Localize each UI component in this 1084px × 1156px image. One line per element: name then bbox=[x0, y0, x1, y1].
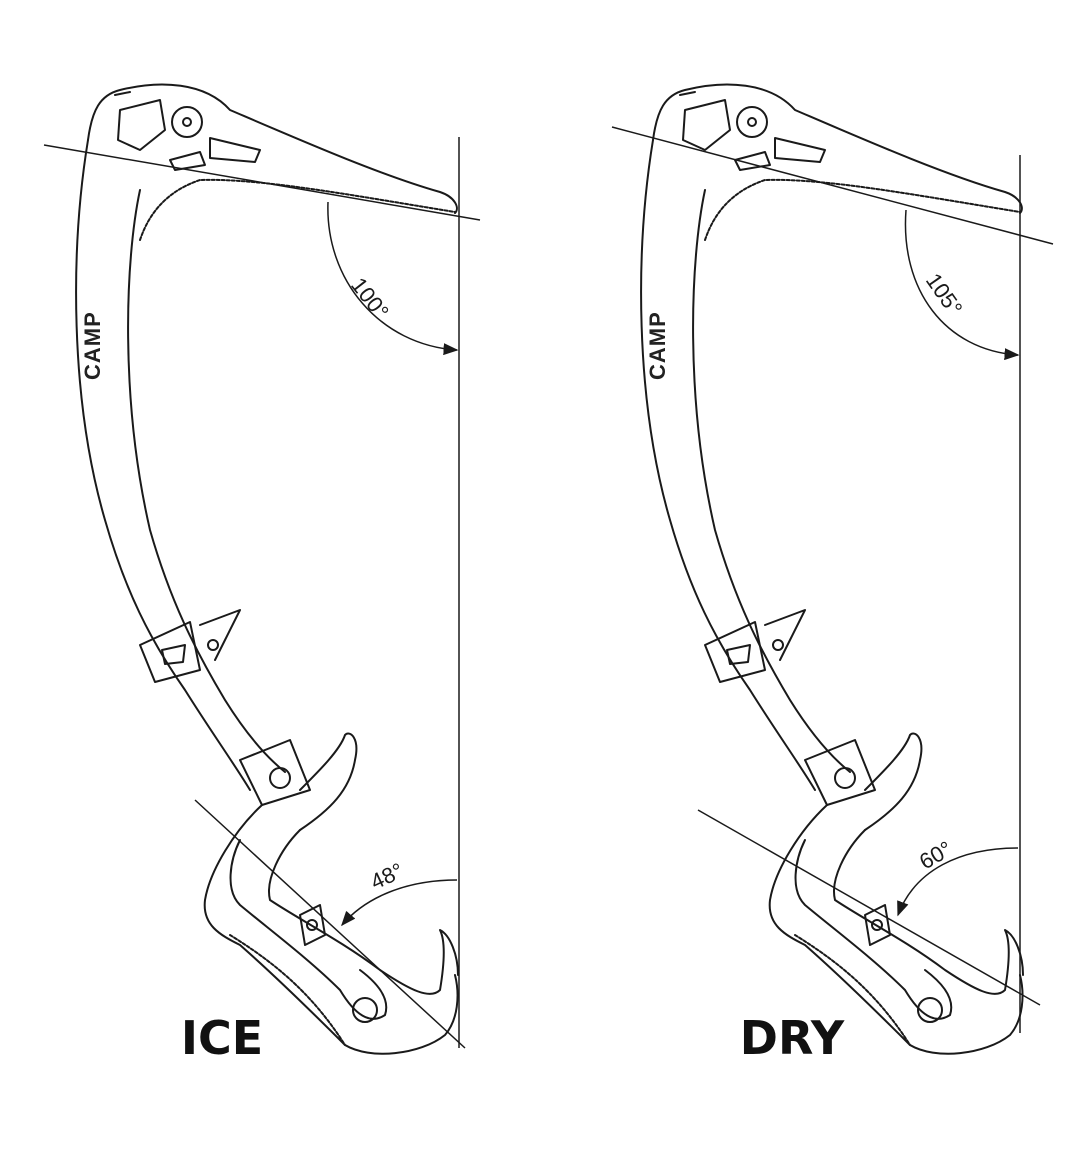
ice-panel: CAMP 100° 48° ICE bbox=[43, 83, 481, 1065]
pick-angle-line bbox=[43, 144, 481, 221]
ice-label: ICE bbox=[181, 1011, 263, 1065]
camp-logo-text: CAMP bbox=[80, 311, 105, 380]
grip-angle-arc bbox=[897, 847, 1019, 917]
grip-angle-label: 60° bbox=[915, 836, 956, 874]
camp-logo-text: CAMP bbox=[645, 311, 670, 380]
pick-angle-arc bbox=[904, 209, 1020, 361]
grip-angle-line bbox=[697, 809, 1041, 1006]
grip-angle-line bbox=[194, 799, 466, 1049]
dry-label: DRY bbox=[740, 1011, 845, 1065]
grip-angle-arc bbox=[341, 879, 458, 927]
ice-axe-drawing bbox=[75, 83, 459, 1055]
dry-panel: CAMP 105° 60° DRY bbox=[611, 83, 1054, 1065]
pick-angle-arc bbox=[327, 201, 459, 356]
dry-axe-drawing bbox=[640, 83, 1024, 1055]
pick-angle-line bbox=[611, 126, 1054, 245]
grip-angle-label: 48° bbox=[367, 858, 408, 895]
pick-angle-label: 100° bbox=[346, 273, 394, 324]
pick-angle-label: 105° bbox=[921, 269, 968, 321]
